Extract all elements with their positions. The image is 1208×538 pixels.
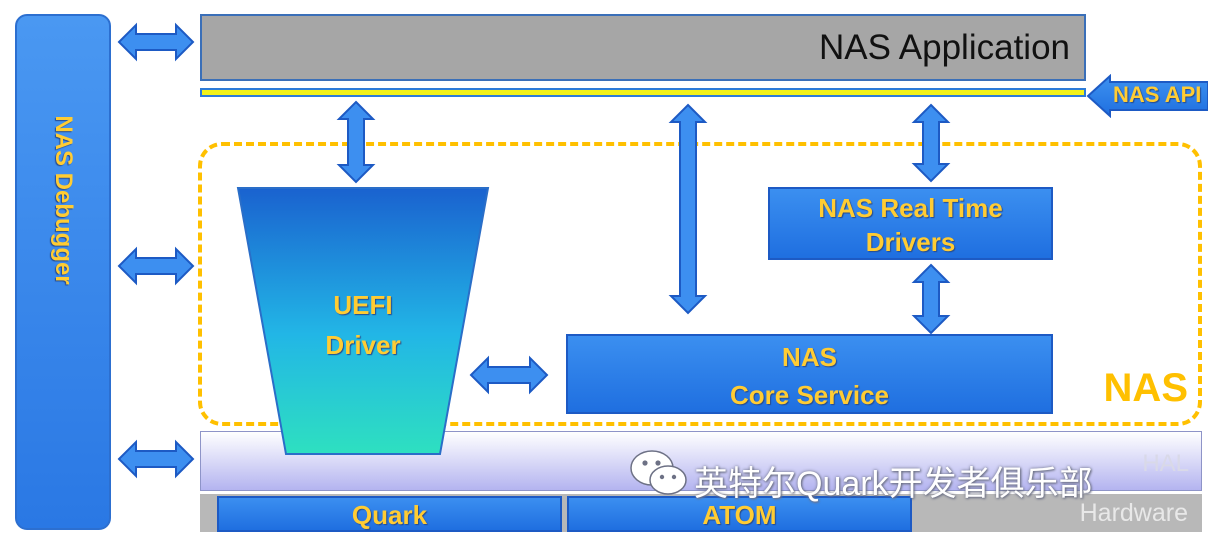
nas-region-label: NAS — [1103, 366, 1188, 410]
debugger-application-arrow — [117, 22, 195, 62]
quark-block: Quark — [217, 496, 562, 532]
rt-drivers-line2: Drivers — [865, 227, 956, 257]
nas-api-arrow — [1086, 74, 1208, 118]
debugger-hal-arrow — [117, 439, 195, 479]
nas-region-boundary — [198, 142, 1202, 426]
nas-debugger-label: NAS Debugger — [50, 115, 77, 285]
core-service-line2: Core Service — [730, 380, 889, 410]
debugger-nas-arrow — [117, 246, 195, 286]
watermark-text: 英特尔Quark开发者俱乐部 — [694, 465, 1093, 503]
uefi-line2: Driver — [325, 330, 401, 360]
nas-real-time-drivers-block: NAS Real Time Drivers — [768, 187, 1053, 260]
uefi-driver-label: UEFI Driver — [290, 285, 436, 365]
uefi-line1: UEFI — [333, 290, 393, 320]
rt-drivers-line1: NAS Real Time — [818, 193, 1003, 223]
core-service-line1: NAS — [782, 342, 837, 372]
hardware-label: Hardware — [1079, 499, 1188, 527]
nas-application-block: NAS Application — [200, 14, 1086, 81]
api-core-service-arrow — [668, 103, 708, 315]
rt-drivers-core-service-arrow — [911, 263, 951, 335]
nas-api-label: NAS API — [1113, 82, 1202, 107]
uefi-core-service-arrow — [469, 355, 549, 395]
nas-api-bar — [200, 88, 1086, 97]
nas-debugger-block: NAS Debugger — [15, 14, 111, 530]
api-uefi-arrow — [336, 100, 376, 184]
api-rt-drivers-arrow — [911, 103, 951, 183]
wechat-icon — [630, 450, 687, 495]
atom-block: ATOM — [567, 496, 912, 532]
hal-label: HAL — [1142, 450, 1189, 477]
nas-application-label: NAS Application — [819, 28, 1070, 67]
uefi-driver-shape — [236, 187, 490, 455]
nas-core-service-block: NAS Core Service — [566, 334, 1053, 414]
